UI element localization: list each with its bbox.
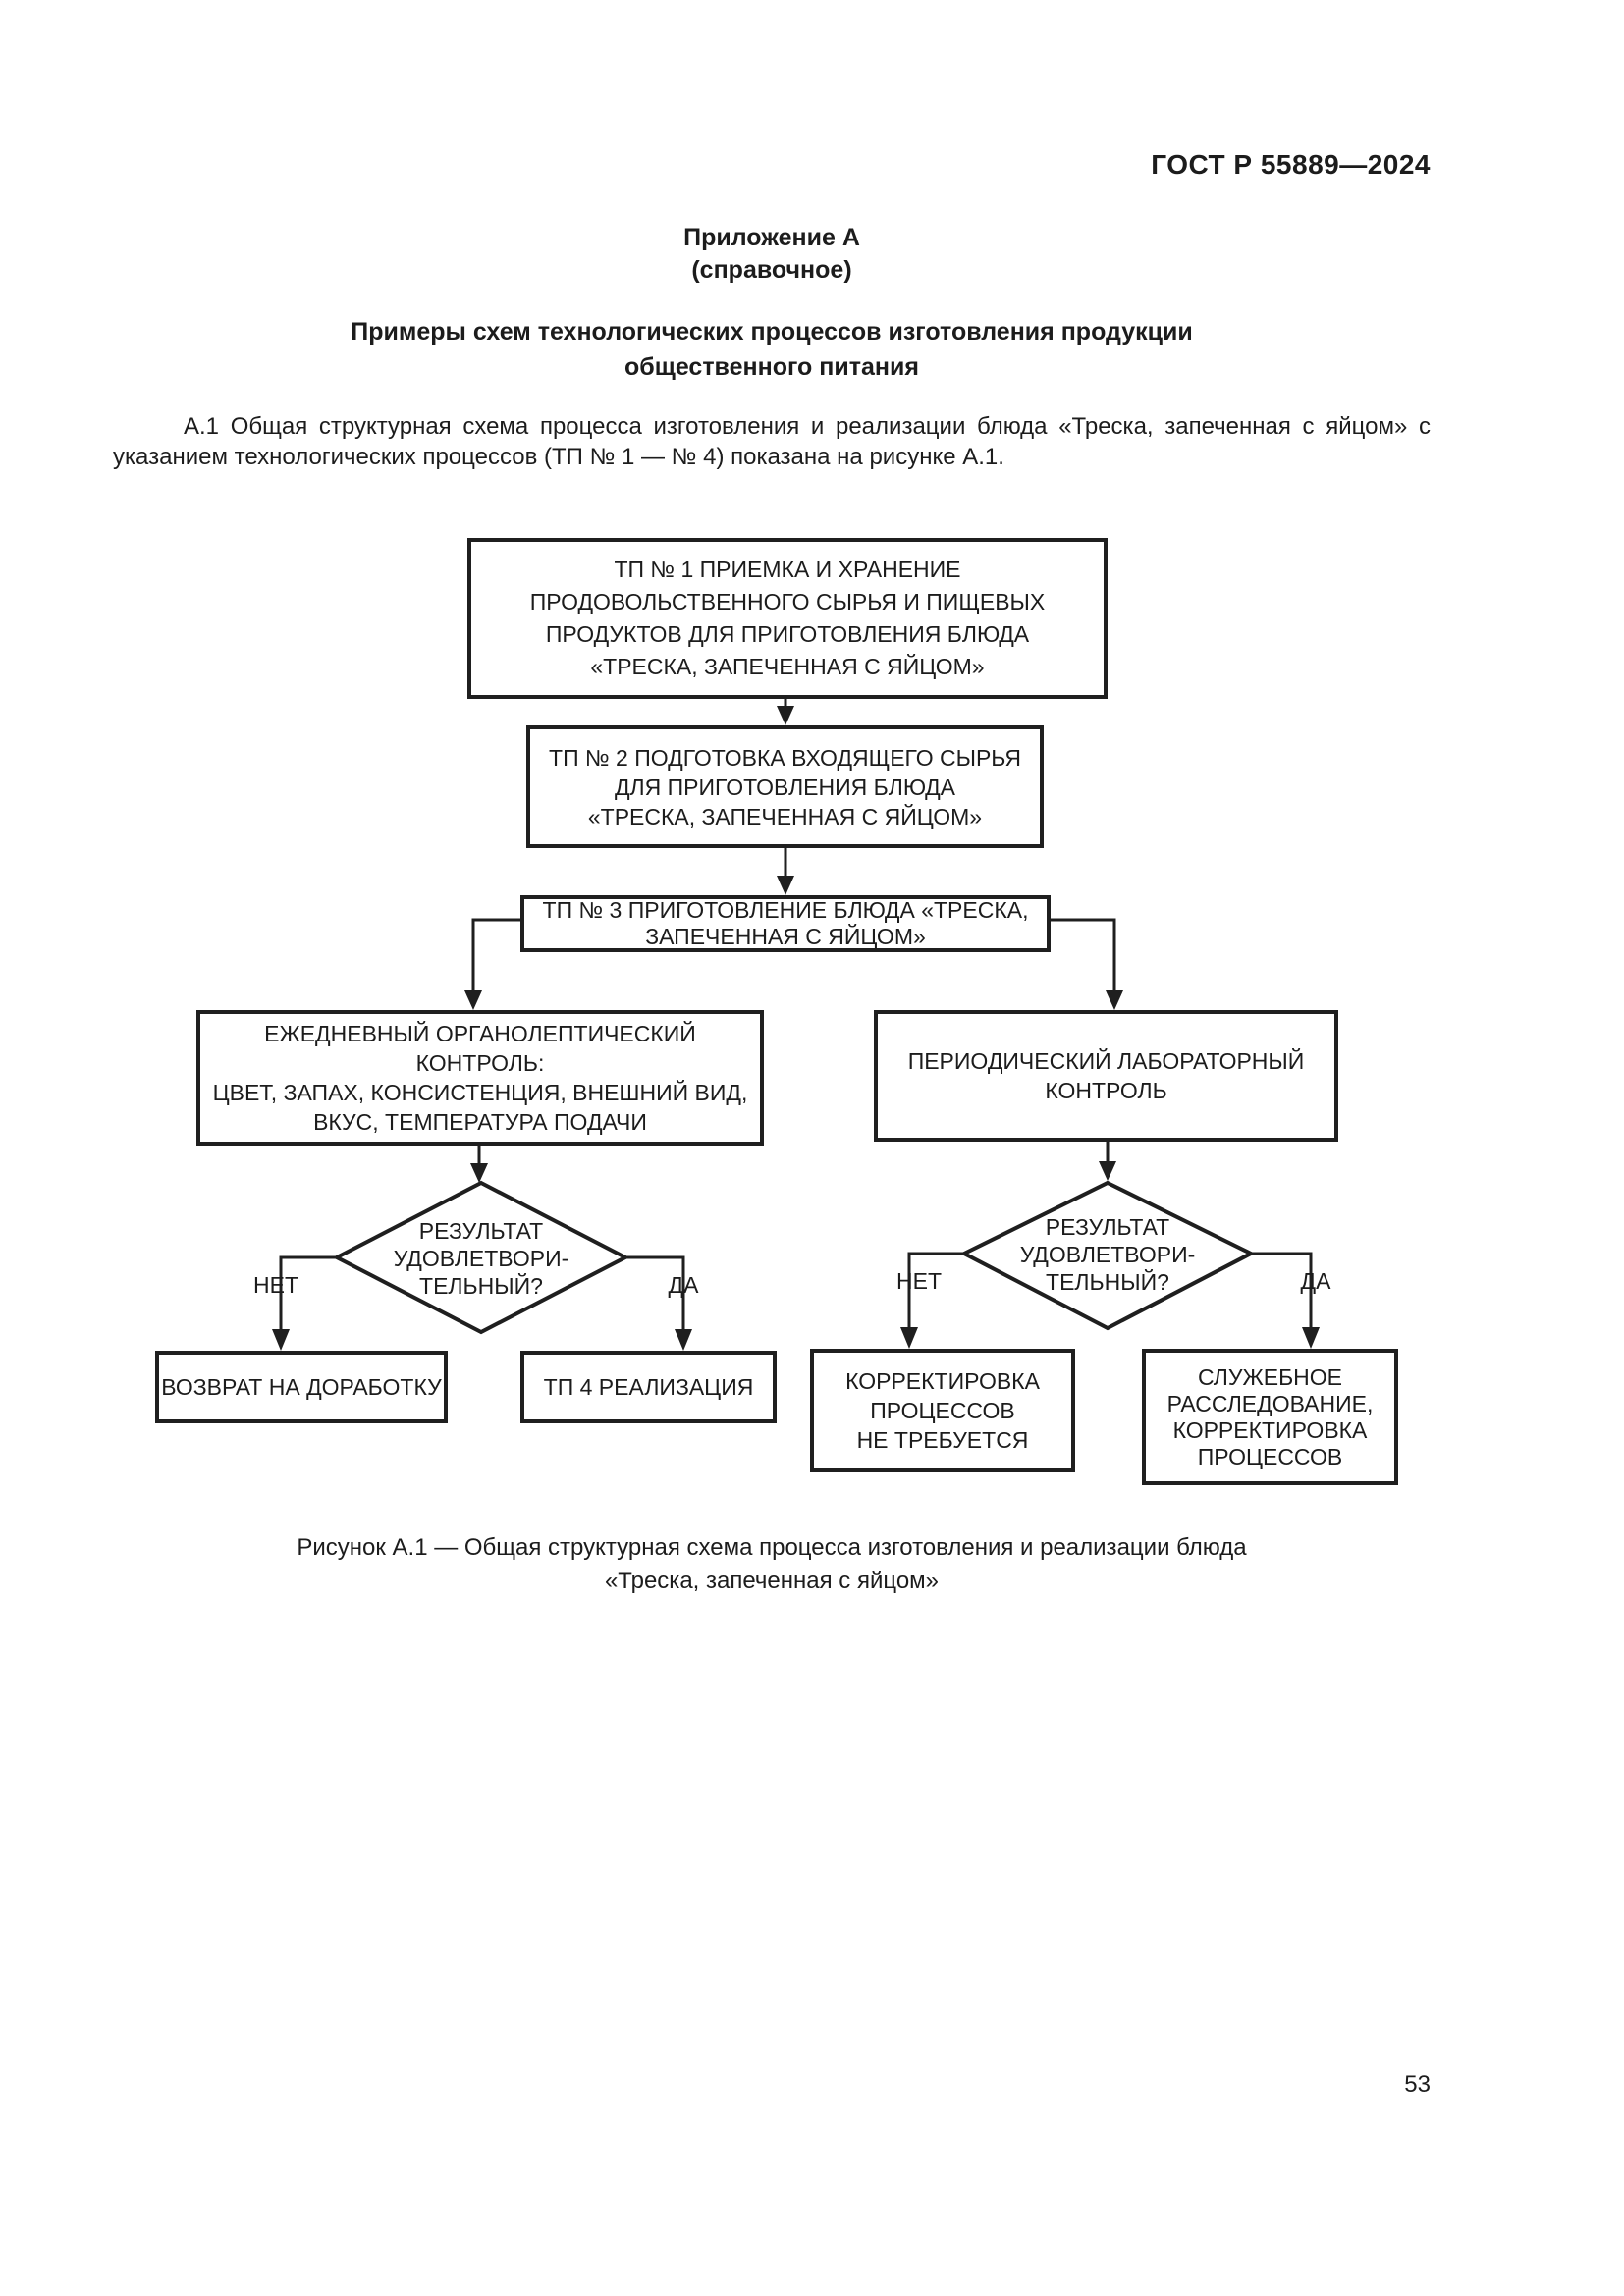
appendix-kind: (справочное) bbox=[691, 256, 852, 284]
standard-reference: ГОСТ Р 55889—2024 bbox=[1151, 149, 1431, 180]
flowchart-node-investigation: СЛУЖЕБНОЕ РАССЛЕДОВАНИЕ, КОРРЕКТИРОВКА П… bbox=[1142, 1349, 1398, 1485]
figure-caption: Рисунок А.1 — Общая структурная схема пр… bbox=[297, 1534, 1247, 1594]
flowchart-node-tp1: ТП № 1 ПРИЕМКА И ХРАНЕНИЕ ПРОДОВОЛЬСТВЕН… bbox=[467, 538, 1108, 699]
flowchart-figure-a1: ТП № 1 ПРИЕМКА И ХРАНЕНИЕ ПРОДОВОЛЬСТВЕН… bbox=[0, 530, 1624, 1522]
appendix-label: Приложение А bbox=[683, 224, 860, 251]
appendix-title: Примеры схем технологических процессов и… bbox=[351, 318, 1193, 381]
flowchart-node-lab-control: ПЕРИОДИЧЕСКИЙ ЛАБОРАТОРНЫЙ КОНТРОЛЬ bbox=[874, 1010, 1338, 1142]
flowchart-node-no-correction: КОРРЕКТИРОВКА ПРОЦЕССОВ НЕ ТРЕБУЕТСЯ bbox=[810, 1349, 1075, 1472]
flowchart-decision-left-label: РЕЗУЛЬТАТ УДОВЛЕТВОРИ- ТЕЛЬНЫЙ? bbox=[393, 1217, 569, 1299]
flowchart-node-tp3: ТП № 3 ПРИГОТОВЛЕНИЕ БЛЮДА «ТРЕСКА, ЗАПЕ… bbox=[520, 895, 1051, 952]
flowchart-node-daily-control: ЕЖЕДНЕВНЫЙ ОРГАНОЛЕПТИЧЕСКИЙ КОНТРОЛЬ: Ц… bbox=[196, 1010, 764, 1146]
flowchart-node-tp4: ТП 4 РЕАЛИЗАЦИЯ bbox=[520, 1351, 777, 1423]
appendix-heading: Приложение А (справочное) bbox=[113, 222, 1431, 287]
branch-label-no-right: НЕТ bbox=[896, 1268, 942, 1294]
decision-diamond-left bbox=[332, 1180, 630, 1335]
branch-label-no-left: НЕТ bbox=[253, 1272, 298, 1298]
flowchart-decision-right-label: РЕЗУЛЬТАТ УДОВЛЕТВОРИ- ТЕЛЬНЫЙ? bbox=[1019, 1213, 1196, 1295]
flowchart-node-rework: ВОЗВРАТ НА ДОРАБОТКУ bbox=[155, 1351, 448, 1423]
branch-label-yes-left: ДА bbox=[668, 1272, 699, 1298]
page-number: 53 bbox=[1404, 2071, 1431, 2098]
decision-diamond-right bbox=[959, 1180, 1256, 1331]
branch-label-yes-right: ДА bbox=[1300, 1268, 1331, 1294]
flowchart-node-tp2: ТП № 2 ПОДГОТОВКА ВХОДЯЩЕГО СЫРЬЯ ДЛЯ ПР… bbox=[526, 725, 1044, 848]
flowchart-connectors bbox=[272, 699, 1320, 1351]
paragraph-a1: А.1 Общая структурная схема процесса изг… bbox=[113, 413, 1431, 470]
